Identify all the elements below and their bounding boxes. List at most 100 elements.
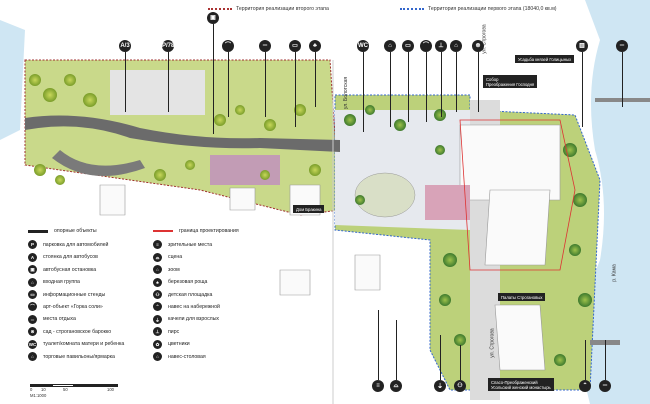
legend-right-item: ⊥ пирс [153,327,180,337]
phase1-label: Территория реализации первого этапа (180… [428,6,557,12]
legend-right-text: зрительные места [168,241,213,248]
legend-left-item: ⌂торговые павильоны/ярмарка [28,352,115,361]
legend-right-text: пирс [168,328,180,335]
pin-stem [389,52,391,127]
pier-icon: ⊥ [153,327,162,337]
amphitheatre [354,172,416,218]
legend-left-text: автобусная остановка [43,266,97,273]
scale-tick: 0 [30,387,33,392]
building-left-2 [229,187,256,211]
legend-left-item: ⌒арт-объект «Горка соли» [28,302,103,312]
pin-stem [604,340,606,380]
cathedral-building [459,124,561,201]
pin-stem [212,24,214,134]
stand-pin-icon: ▭ [402,40,414,52]
legend-left-item: ▭информационные стенды [28,290,105,299]
legend-right-item: ⚇детская площадка [153,290,212,299]
legend-right-item: ⌓ сцена [153,252,183,262]
legend-right-item: ≡зрительные места [153,240,213,250]
legend-left-item: опорные объекты [28,228,97,234]
bus-stop-pin: ▣ [207,12,219,134]
legend-left-item: ═места отдыха [28,314,76,324]
phase2-title: Территория реализации второго этапа [208,6,329,12]
stage-icon: ⌓ [153,252,162,262]
pin-stem [459,345,461,380]
pin-stem [425,52,427,122]
info-stand-pin: ▭ [289,40,301,127]
pin-stem [581,52,583,127]
pin-stem [621,52,623,107]
legend-left-item: ⊗сад - строгановское барокко [28,327,111,337]
stand-pin: ▭ [402,40,414,122]
boundary-line-icon [153,230,173,232]
stage-pin: ⌓ [390,320,402,392]
building-3 [354,254,381,291]
swing-pin: ⍊ [434,335,446,392]
legend-left-text: опорные объекты [54,228,97,234]
pier-pin: ⊥ [435,40,447,117]
legend-left-item: ⌂входная группа [28,277,80,287]
street-bolotskaya: ул. Болотская [343,76,350,110]
scale-tick: 50 [63,387,68,392]
river-kama-left [0,20,25,140]
scale-tick: 10 [41,387,46,392]
pin-stem [477,52,479,112]
entrance-pin-icon: ⌂ [450,40,462,52]
pin-stem [584,340,586,380]
scale-tick: 100 [107,387,114,392]
legend-left-text: входная группа [43,279,80,286]
seating-pin-icon: ≡ [372,380,384,392]
rest-area-pin: ═ [259,40,271,117]
parking-lot [110,70,205,115]
scale-segment [30,384,52,387]
legend-right-item: ⌃навес на набережной [153,302,220,312]
legend-right-item: ⍊качели для взрослых [153,314,219,324]
gazebo-icon: ⌂ [153,265,162,275]
legend-right-text: навес на набережной [168,303,220,310]
birch-grove-icon: ♣ [153,277,162,287]
legend-right-item: граница проектирования [153,228,239,234]
scale-segment [74,384,118,387]
flowers-icon: ✿ [153,339,162,349]
monument-pin: ▥ [576,40,588,127]
palaty-building [494,304,546,371]
pin-stem [395,320,397,380]
gazebo-pin-icon: ⌂ [384,40,396,52]
garden-pin: ⊗ [472,40,484,112]
pavilion-icon: ⌂ [28,352,37,361]
design-boundary [459,119,576,271]
label-dom-brakina: Дом Бракина [293,205,325,213]
line-icon [28,229,48,233]
scale-ratio: M1:1000 [30,393,47,398]
pin-stem [314,52,316,107]
arch-pin: ⌒ [420,40,432,122]
pin-stem [124,52,126,112]
bench-pin: ═ [616,40,628,107]
arch-pin-icon: ⌒ [420,40,432,52]
legend-left-text: стоянка для автобусов [43,254,98,261]
legend-right-item: ⌂навес-столовая [153,352,206,361]
scale-segment [52,384,74,387]
info-stand-pin-icon: ▭ [289,40,301,52]
legend-right-text: березовая роща [168,279,208,286]
legend-left-text: арт-объект «Горка соли» [43,303,103,310]
pier-north [595,98,650,102]
phase1-line-icon [400,8,424,10]
pin-stem [167,52,169,112]
canopy-pin-icon: ⌃ [579,380,591,392]
wc-pin-icon: WC [357,40,369,52]
bus-stop-pin-icon: ▣ [207,12,219,24]
parking-pin-icon: P/78 [162,40,174,52]
bus-parking-icon: A [28,252,37,262]
bench-pin-bottom: ═ [599,340,611,392]
river-label: р. Кама [611,264,618,282]
phase1-title: Территория реализации первого этапа (180… [400,6,557,12]
pin-stem [264,52,266,117]
label-monastery: Спасо-Преображенский Усольский женский м… [488,378,554,391]
phase2-label: Территория реализации второго этапа [236,6,329,12]
parking-icon: P [28,240,37,250]
building-2 [484,189,551,266]
legend-right-text: сцена [168,254,183,261]
